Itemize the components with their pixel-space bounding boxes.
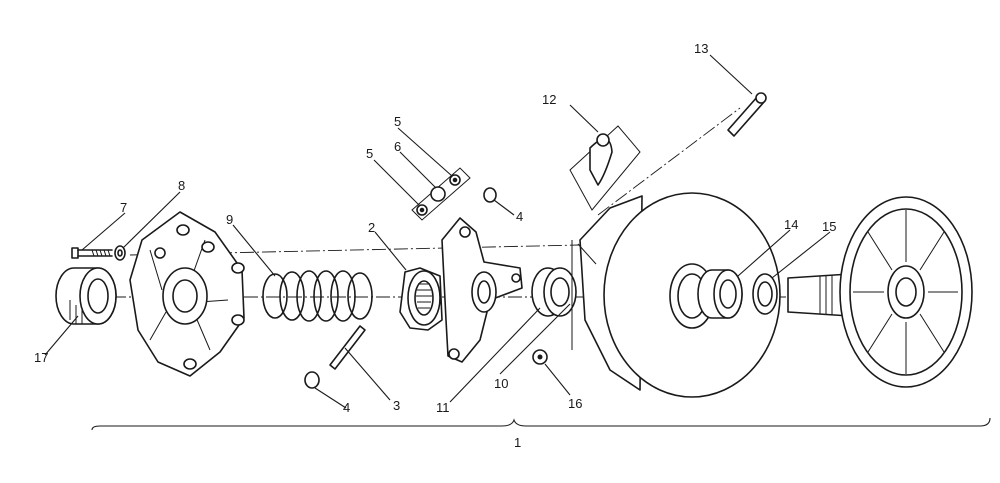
part-9-spring: [262, 270, 373, 322]
callout-4-lower: 4: [343, 400, 350, 415]
moveable-sheave: [571, 192, 781, 398]
callout-4-upper: 4: [516, 209, 523, 224]
part-14-bushing: [697, 269, 743, 319]
callout-15: 15: [822, 219, 836, 234]
part-5-6-roller-set: [411, 167, 471, 221]
callout-16: 16: [568, 396, 582, 411]
pin-guide-line: [597, 107, 741, 216]
part-4-roller-upper: [483, 187, 497, 203]
fixed-sheave: [787, 196, 973, 388]
part-4-roller-lower: [304, 371, 320, 389]
callout-6: 6: [394, 139, 401, 154]
callout-3: 3: [393, 398, 400, 413]
callout-8: 8: [178, 178, 185, 193]
callout-2: 2: [368, 220, 375, 235]
callout-5-left: 5: [366, 146, 373, 161]
callout-12: 12: [542, 92, 556, 107]
part-16-nut: [532, 349, 548, 365]
part-3-pin: [329, 325, 366, 370]
callout-14: 14: [784, 217, 798, 232]
callout-5-top: 5: [394, 114, 401, 129]
callout-1: 1: [514, 435, 521, 450]
part-13-bolt: [727, 92, 767, 137]
callout-7: 7: [120, 200, 127, 215]
part-8-washer: [114, 245, 126, 261]
assembly-bracket: [91, 417, 991, 431]
part-15-washer: [752, 273, 778, 315]
cover-plate: [129, 211, 245, 377]
part-12-weight: [569, 125, 641, 211]
callout-13: 13: [694, 41, 708, 56]
part-7-bolt: [71, 247, 113, 259]
part-11-spider: [441, 217, 523, 363]
callout-17: 17: [34, 350, 48, 365]
callout-9: 9: [226, 212, 233, 227]
leader-lines: [44, 54, 831, 409]
callout-11: 11: [436, 400, 450, 415]
part-17-bushing: [55, 267, 117, 325]
part-2-threaded-hub: [399, 267, 443, 331]
part-10-bushing: [531, 267, 577, 317]
callout-10: 10: [494, 376, 508, 391]
